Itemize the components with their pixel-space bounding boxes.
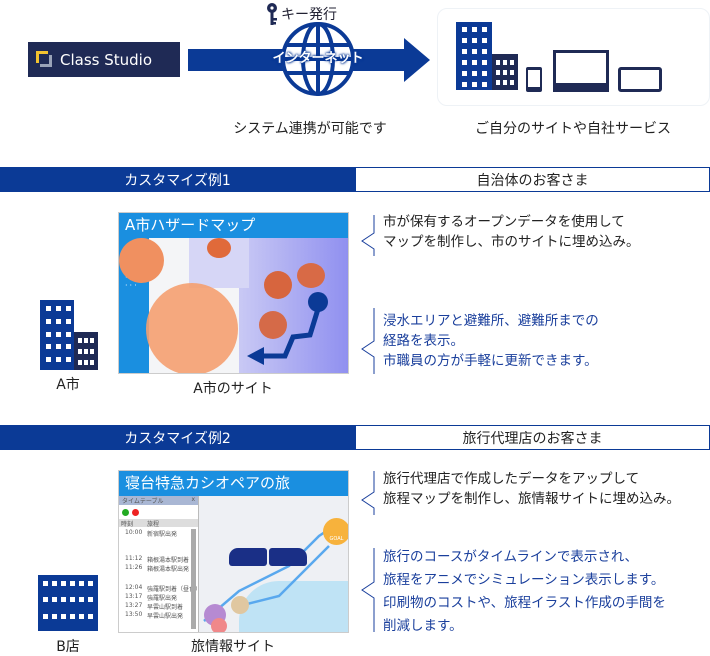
- desc-line: 旅程をアニメでシミュレーション表示します。: [383, 572, 665, 588]
- example1-desc1: 市が保有するオープンデータを使用して マップを制作し、市のサイトに埋め込み。: [383, 212, 640, 252]
- train-icon: [229, 548, 307, 566]
- example2-tab: カスタマイズ例2: [0, 425, 355, 450]
- example2-customer: 旅行代理店のお客さま: [355, 425, 710, 450]
- hazard-map[interactable]: A市ハザードマップ ···············: [118, 212, 349, 374]
- logo-mark-icon: [36, 50, 54, 69]
- small-building-icon: [492, 54, 518, 90]
- shelter-circle: [259, 311, 287, 339]
- desc-line: マップを制作し、市のサイトに埋め込み。: [383, 234, 640, 250]
- bracket-lines: [361, 471, 375, 632]
- goal-marker[interactable]: GOAL: [323, 518, 348, 545]
- row-event: 早雲山駅到着: [147, 604, 184, 611]
- example2-header: カスタマイズ例2 旅行代理店のお客さま: [0, 425, 710, 450]
- desc-line: 浸水エリアと避難所、避難所までの: [383, 313, 599, 329]
- row-time: 13:50: [125, 611, 143, 618]
- city-site-caption: A市のサイト: [193, 381, 273, 397]
- row-time: 13:27: [125, 602, 143, 609]
- example1-tab: カスタマイズ例1: [0, 167, 355, 192]
- example2-desc1: 旅行代理店で作成したデータをアップして 旅程マップを制作し、旅情報サイトに埋め込…: [383, 469, 680, 509]
- goal-label: GOAL: [329, 536, 344, 542]
- example1-customer: 自治体のお客さま: [355, 167, 710, 192]
- col-event: 旅程: [147, 521, 160, 528]
- shelter-circle: [264, 271, 292, 299]
- key-icon: [267, 3, 277, 25]
- monitor-icon: [553, 50, 609, 86]
- office-building-icon: [456, 22, 492, 90]
- row-time: 13:17: [125, 593, 143, 600]
- timetable-close-button[interactable]: x: [191, 496, 195, 503]
- monitor-stand: [553, 86, 609, 92]
- store-building-icon: [38, 575, 98, 631]
- play-button[interactable]: [122, 508, 129, 516]
- hazard-map-title: A市ハザードマップ: [119, 213, 348, 238]
- timetable-row[interactable]: 12:04 強羅駅到着（昼食）: [119, 584, 201, 593]
- example1-desc2: 浸水エリアと避難所、避難所までの 経路を表示。 市職員の方が手軽に更新できます。: [383, 311, 599, 371]
- timetable-header: 時刻 旅程: [119, 519, 198, 528]
- services-caption: ご自分のサイトや自社サービス: [475, 121, 671, 137]
- timetable-row[interactable]: 13:17 強羅駅出発: [119, 593, 177, 602]
- arrow-head: [404, 38, 430, 82]
- row-event: 強羅駅出発: [147, 595, 178, 602]
- shelter-circle-large: [146, 283, 238, 373]
- travel-map-title: 寝台特急カシオペアの旅: [119, 471, 348, 496]
- row-event: 新宿駅出発: [147, 531, 178, 538]
- row-time: 11:26: [125, 564, 143, 571]
- cafe-marker[interactable]: [231, 596, 249, 614]
- desc-line: 市が保有するオープンデータを使用して: [383, 214, 625, 230]
- row-event: 強羅駅到着（昼食）: [147, 586, 202, 593]
- internet-label: インターネット: [272, 51, 364, 66]
- store-label: B店: [56, 639, 80, 655]
- timetable-row[interactable]: 11:26 箱根湯本駅出発: [119, 564, 189, 573]
- food-marker[interactable]: [211, 618, 227, 632]
- city-annex-icon: [74, 332, 98, 370]
- timetable-row[interactable]: 13:27 早雲山駅到着: [119, 602, 183, 611]
- timetable-row[interactable]: 13:50 早雲山駅出発: [119, 611, 183, 620]
- globe-icon: [281, 22, 355, 96]
- desc-line: 経路を表示。: [383, 333, 464, 349]
- city-building-icon: [40, 300, 74, 370]
- row-time: 10:00: [125, 529, 143, 536]
- desc-line: 印刷物のコストや、旅程イラスト作成の手間を: [383, 595, 666, 611]
- desc-line: 旅行代理店で作成したデータをアップして: [383, 471, 640, 487]
- timetable-scrollbar[interactable]: [191, 529, 196, 629]
- shelter-circle: [119, 238, 164, 283]
- timetable-row[interactable]: 11:12 箱根湯本駅到着: [119, 555, 189, 564]
- timetable-row[interactable]: 10:00 新宿駅出発: [119, 529, 177, 538]
- stop-button[interactable]: [132, 508, 139, 516]
- row-event: 箱根湯本駅出発: [147, 566, 190, 573]
- row-event: 早雲山駅出発: [147, 613, 184, 620]
- evacuation-route: [247, 292, 328, 365]
- system-link-caption: システム連携が可能です: [233, 121, 387, 137]
- shelter-circle: [297, 263, 325, 288]
- tablet-icon: [618, 67, 662, 92]
- sea-area: [239, 581, 348, 632]
- flood-area: [239, 238, 348, 373]
- smartphone-icon: [526, 67, 542, 92]
- bracket-lines: [361, 215, 375, 374]
- row-time: 12:04: [125, 584, 143, 591]
- example1-header: カスタマイズ例1 自治体のお客さま: [0, 167, 710, 192]
- logo-text: Class Studio: [60, 50, 153, 69]
- travel-map[interactable]: 寝台特急カシオペアの旅 GOAL タイムテーブル x 時刻 旅程 10:00 新宿…: [118, 470, 349, 633]
- map-area: GOAL: [199, 496, 348, 632]
- desc-line: 削減します。: [383, 618, 463, 634]
- row-time: 11:12: [125, 555, 143, 562]
- desc-line: 旅行のコースがタイムラインで表示され、: [383, 549, 639, 565]
- city-label: A市: [56, 377, 80, 393]
- timetable-title: タイムテーブル: [122, 498, 164, 505]
- travel-site-caption: 旅情報サイト: [191, 639, 275, 655]
- desc-line: 市職員の方が手軽に更新できます。: [383, 353, 598, 369]
- class-studio-logo: Class Studio: [28, 42, 180, 77]
- example2-desc2: 旅行のコースがタイムラインで表示され、 旅程をアニメでシミュレーション表示します…: [383, 546, 666, 638]
- row-event: 箱根湯本駅到着: [147, 557, 190, 564]
- desc-line: 旅程マップを制作し、旅情報サイトに埋め込み。: [383, 491, 680, 507]
- key-issue-label: キー発行: [281, 7, 337, 23]
- shelter-circle: [207, 238, 231, 258]
- col-time: 時刻: [121, 521, 134, 528]
